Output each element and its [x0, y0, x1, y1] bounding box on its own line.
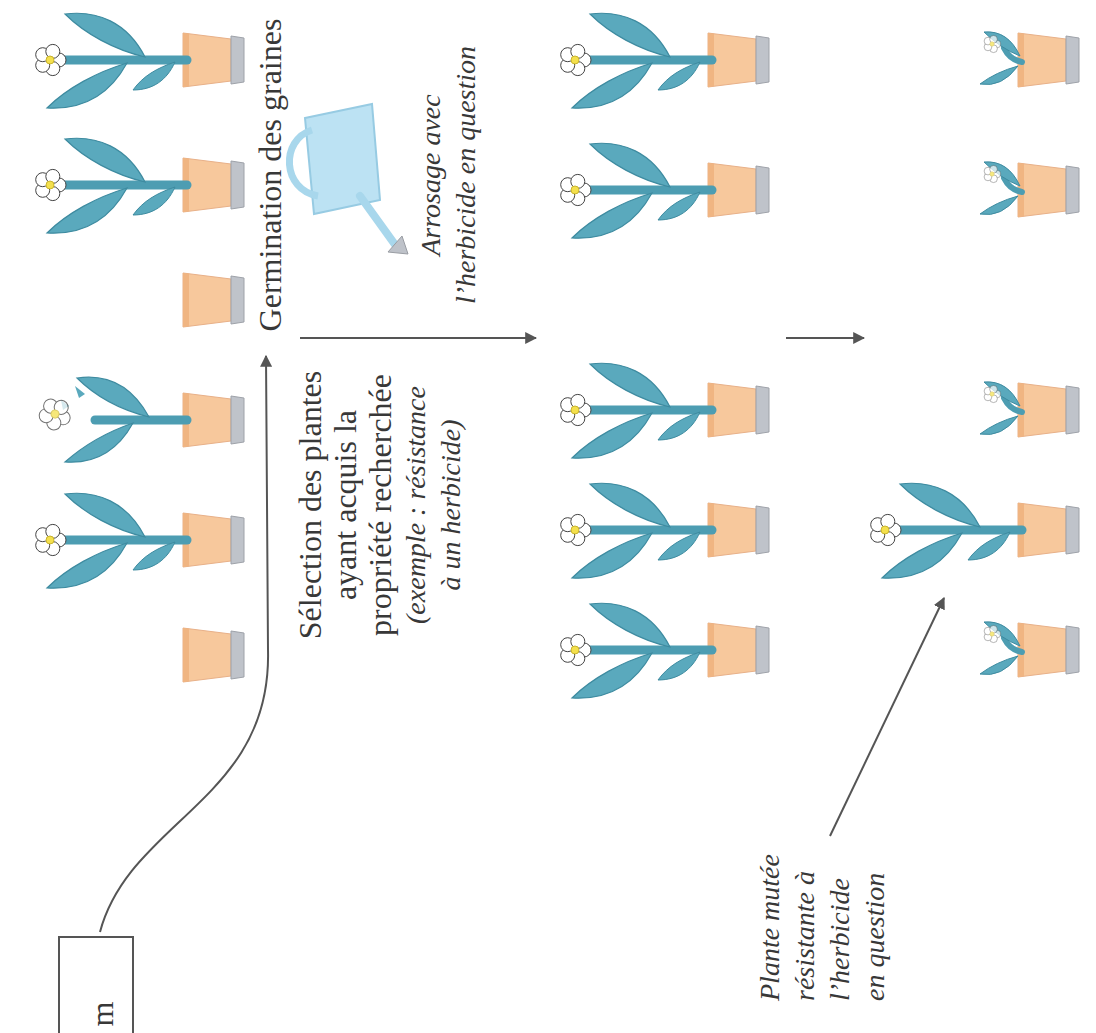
- healthy-plant: [561, 143, 769, 238]
- step-label: Sélection des plantes ayant acquis la pr…: [293, 360, 398, 650]
- damaged-plant: [35, 377, 244, 462]
- healthy-plant: [36, 13, 244, 108]
- healthy-plant: [561, 363, 769, 458]
- healthy-plant: [561, 603, 769, 698]
- healthy-plant: [561, 13, 769, 108]
- process-box: m: [58, 936, 134, 1033]
- empty-pot: [183, 628, 244, 682]
- dead-plant: [980, 162, 1079, 217]
- empty-pot: [183, 273, 244, 327]
- callout-label: Plante mutée résistante à l’herbicide en…: [752, 849, 892, 1001]
- curved-arrow: [100, 356, 268, 932]
- example-note: (exemple : résistance à un herbicide): [398, 380, 468, 630]
- can-rose: [388, 236, 408, 254]
- dead-plant: [980, 32, 1079, 87]
- healthy-plant: [561, 483, 769, 578]
- watering-can: [289, 104, 408, 254]
- can-handle: [289, 130, 318, 196]
- dead-plant: [980, 622, 1079, 677]
- step-label: Germination des graines: [253, 10, 288, 340]
- can-spout: [360, 196, 396, 246]
- dead-plant: [980, 382, 1079, 437]
- box-text: m: [85, 1002, 120, 1027]
- step-arrow: [786, 337, 864, 339]
- mutant-plant: [871, 483, 1079, 578]
- healthy-plant: [36, 493, 244, 588]
- step-label: Arrosage avec l’herbicide en question: [413, 35, 483, 315]
- healthy-plant: [36, 138, 244, 233]
- step-arrow: [300, 337, 536, 339]
- leader-arrow: [830, 598, 944, 836]
